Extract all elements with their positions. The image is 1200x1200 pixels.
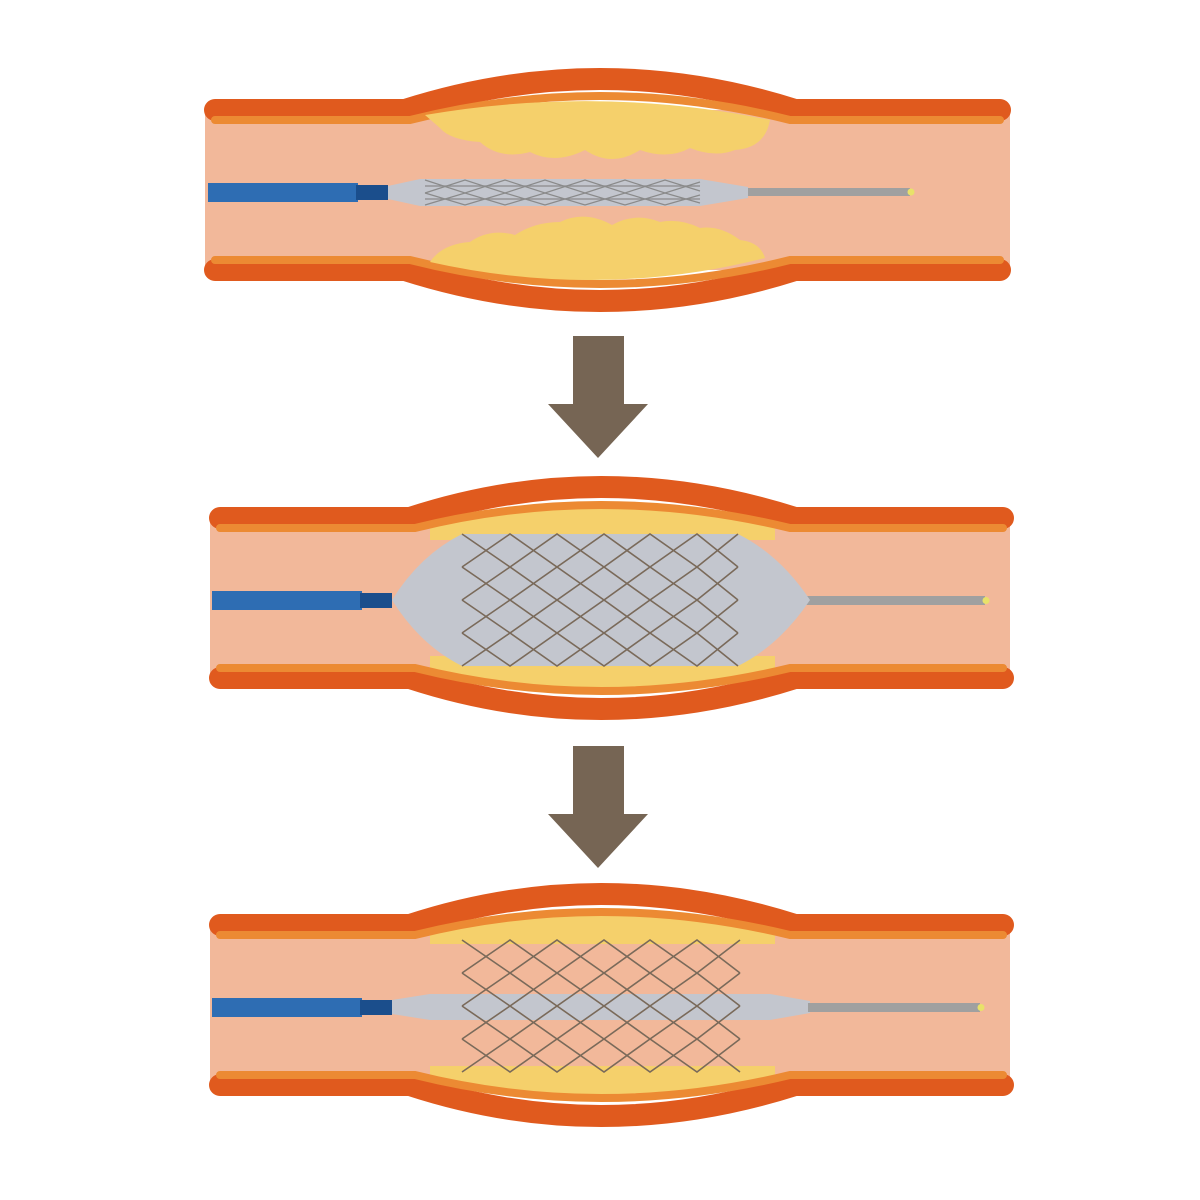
balloon-inflated xyxy=(392,534,810,666)
plaque-top xyxy=(425,101,770,159)
vessel-wall-bottom-inner xyxy=(216,664,1007,695)
guidewire-tip xyxy=(982,597,990,604)
guidewire xyxy=(748,188,910,196)
vessel-wall-top xyxy=(204,68,1011,121)
vessel-wall-bottom-inner xyxy=(211,256,1004,288)
stage-3-stent-deployed xyxy=(209,883,1014,1127)
plaque-bottom xyxy=(430,216,765,281)
vessel-wall-bottom xyxy=(209,1074,1014,1127)
stent-expanded xyxy=(461,532,739,668)
guidewire xyxy=(808,1003,980,1012)
balloon-deflated xyxy=(388,179,748,206)
plaque-top xyxy=(430,506,775,540)
plaque-top xyxy=(430,913,775,944)
arrow-down-icon xyxy=(548,746,648,868)
catheter-shaft xyxy=(212,591,362,610)
guidewire-tip xyxy=(907,188,915,196)
vessel-wall-top xyxy=(209,476,1014,529)
guidewire-tip xyxy=(977,1004,985,1011)
catheter xyxy=(212,532,990,668)
guidewire xyxy=(800,596,985,605)
plaque-bottom xyxy=(430,1066,775,1096)
catheter-collar xyxy=(360,1000,392,1015)
arrow-down-icon xyxy=(548,336,648,458)
vessel-wall-top xyxy=(209,883,1014,936)
stent-expanded xyxy=(461,939,741,1073)
vessel-wall-top-inner xyxy=(216,501,1007,532)
catheter-shaft xyxy=(208,183,358,202)
stent-crimped xyxy=(424,179,701,206)
vessel-wall-bottom xyxy=(209,667,1014,720)
plaque xyxy=(425,101,770,281)
vessel-wall-top-inner xyxy=(216,908,1007,939)
vessel-wall-bottom xyxy=(204,259,1011,312)
catheter xyxy=(208,179,915,206)
vessel-wall-bottom-inner xyxy=(216,1071,1007,1102)
stage-2-balloon-inflated xyxy=(209,476,1014,720)
catheter-collar xyxy=(360,593,392,608)
catheter-shaft xyxy=(212,998,362,1017)
catheter-collar xyxy=(356,185,388,200)
balloon-deflated xyxy=(392,994,810,1020)
stage-1-catheter-inserted xyxy=(204,68,1011,312)
